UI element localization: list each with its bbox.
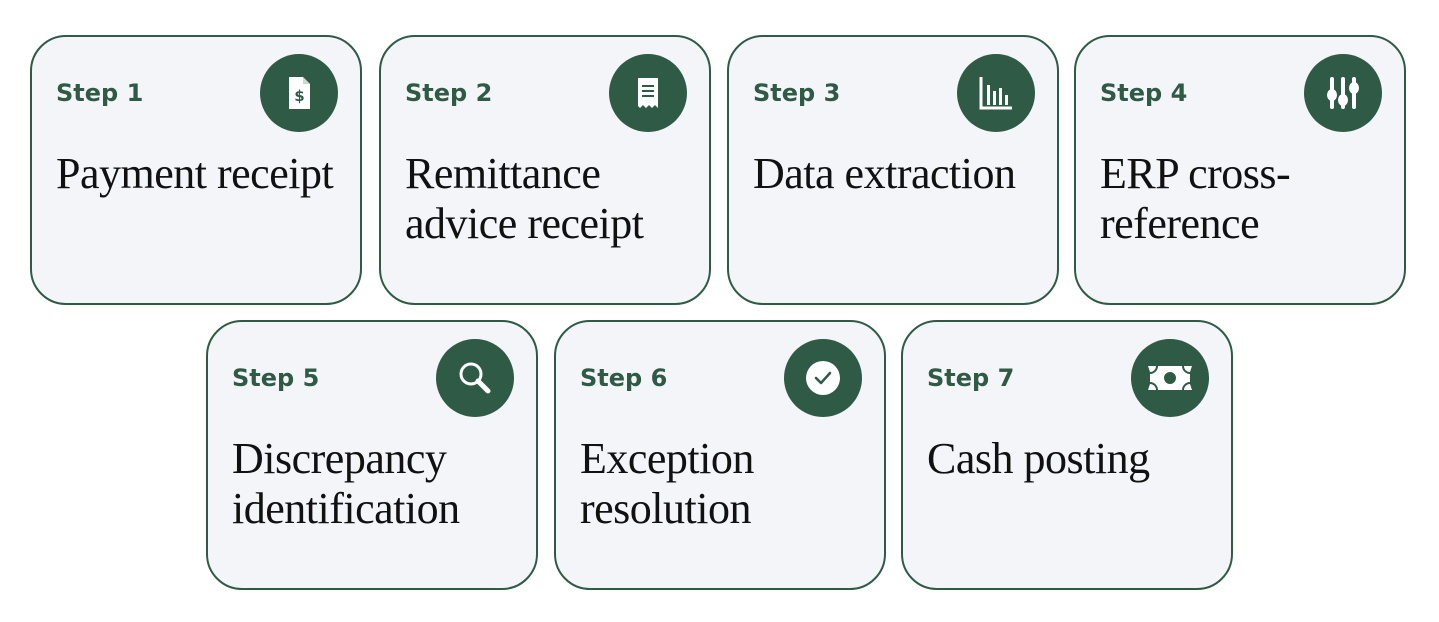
step-card-4: Step 4 ERP cross-reference [1074, 35, 1406, 305]
receipt-icon [609, 54, 687, 132]
invoice-dollar-icon: $ [260, 54, 338, 132]
step-label: Step 5 [232, 364, 320, 392]
sliders-icon [1304, 54, 1382, 132]
search-icon [436, 339, 514, 417]
step-card-3: Step 3 Data extraction [727, 35, 1059, 305]
bar-chart-icon [957, 54, 1035, 132]
step-label: Step 6 [580, 364, 668, 392]
check-circle-icon [784, 339, 862, 417]
step-card-5: Step 5 Discrepancy identification [206, 320, 538, 590]
step-label: Step 2 [405, 79, 493, 107]
step-label: Step 4 [1100, 79, 1188, 107]
step-card-7: Step 7 Cash posting [901, 320, 1233, 590]
svg-text:$: $ [294, 87, 304, 105]
step-label: Step 3 [753, 79, 841, 107]
step-title: Cash posting [927, 434, 1150, 483]
step-title: ERP cross-reference [1100, 149, 1291, 248]
step-title: Discrepancy identification [232, 434, 460, 533]
step-title: Data extraction [753, 149, 1016, 198]
step-card-1: Step 1 $ Payment receipt [30, 35, 362, 305]
step-card-6: Step 6 Exception resolution [554, 320, 886, 590]
step-card-2: Step 2 Remittance advice receipt [379, 35, 711, 305]
banknote-icon [1131, 339, 1209, 417]
step-title: Exception resolution [580, 434, 754, 533]
step-title: Payment receipt [56, 149, 334, 198]
step-label: Step 1 [56, 79, 144, 107]
step-title: Remittance advice receipt [405, 149, 644, 248]
step-label: Step 7 [927, 364, 1015, 392]
